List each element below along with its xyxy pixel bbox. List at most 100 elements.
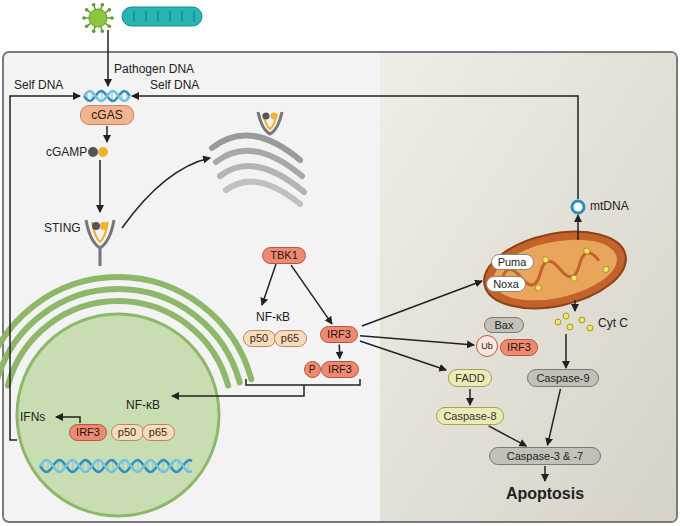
pathway-arrow xyxy=(10,30,578,481)
pathway-arrow xyxy=(489,426,527,446)
mitochondrion xyxy=(488,230,623,311)
pathway-arrow xyxy=(262,264,276,305)
mtdna-ring xyxy=(572,201,584,213)
pathway-label: NF-κB xyxy=(256,310,290,325)
protein-pill: Puma xyxy=(491,254,534,270)
protein-pill: Caspase-3 & -7 xyxy=(489,447,601,465)
pathway-arrow xyxy=(122,158,210,228)
virus xyxy=(85,8,89,12)
nucleus xyxy=(17,314,219,516)
protein-pill: FADD xyxy=(448,369,492,387)
dna-helix xyxy=(40,460,192,472)
sting-icon xyxy=(100,222,108,230)
node-text: IRF3 xyxy=(327,328,351,340)
mitochondrion xyxy=(477,220,633,320)
outcome-label: Apoptosis xyxy=(506,484,584,503)
cgamp-icon xyxy=(88,147,98,157)
protein-pill: Bax xyxy=(484,317,524,333)
phospho-circle: P xyxy=(304,361,321,378)
node-text: IRF3 xyxy=(76,426,100,438)
virus xyxy=(92,30,96,34)
pathway-arrow xyxy=(106,126,108,142)
node-text: cGAS xyxy=(91,108,122,122)
pathway-label: mtDNA xyxy=(590,199,629,214)
bacterium xyxy=(122,7,202,26)
node-text: p50 xyxy=(118,426,136,438)
golgi xyxy=(212,112,304,204)
virus xyxy=(85,24,89,28)
protein-pill: cGAS xyxy=(80,105,134,125)
pathway-label: STING xyxy=(44,221,81,236)
pathway-arrow xyxy=(577,215,579,240)
virus xyxy=(89,9,107,27)
pathway-arrow xyxy=(565,334,567,368)
protein-pill: IRF3 xyxy=(321,361,359,378)
pathway-arrow xyxy=(107,30,109,86)
virus xyxy=(92,3,96,7)
pathway-arrow xyxy=(339,344,341,358)
pathway-arrow xyxy=(544,466,546,481)
node-text: IRF3 xyxy=(328,363,352,375)
pathway-arrow xyxy=(172,385,304,396)
node-text: FADD xyxy=(455,372,484,384)
subunit-pill: p50 xyxy=(243,330,276,347)
cytochrome-c xyxy=(555,319,561,325)
node-text: Puma xyxy=(498,256,527,268)
pathway-label: Pathogen DNA xyxy=(114,62,194,77)
pathway-arrow xyxy=(56,417,80,423)
cgamp-icon xyxy=(88,147,108,157)
mitochondrion xyxy=(477,220,633,320)
subunit-pill: p50 xyxy=(111,424,144,441)
bacterium xyxy=(122,7,202,26)
ubiquitin-circle: Ub xyxy=(476,335,498,357)
node-text: P xyxy=(309,364,316,375)
sting-icon xyxy=(92,222,100,230)
dna-helix xyxy=(84,91,130,101)
cytochrome-c xyxy=(567,324,573,330)
node-text: Bax xyxy=(495,319,514,331)
virus xyxy=(101,3,105,7)
dna-helix xyxy=(40,460,192,472)
cytochrome-c xyxy=(587,325,593,331)
node-text: IRF3 xyxy=(507,341,531,353)
sting-icon xyxy=(86,220,114,266)
mitochondrion xyxy=(535,284,542,291)
cell-panel xyxy=(380,53,676,521)
node-text: Caspase-3 & -7 xyxy=(507,450,583,462)
golgi xyxy=(226,182,300,204)
cgamp-icon xyxy=(98,147,108,157)
subunit-pill: p65 xyxy=(142,424,175,441)
dna-helix xyxy=(40,91,192,472)
pathway-arrow xyxy=(360,341,446,370)
pathway-label: Cyt C xyxy=(598,316,628,331)
cytochrome-c xyxy=(579,317,585,323)
dna-helix xyxy=(84,91,130,101)
node-text: Caspase-9 xyxy=(536,372,589,384)
cytochrome-c xyxy=(555,313,593,331)
dna-helix xyxy=(73,460,74,472)
pathway-arrow xyxy=(362,281,482,326)
pathway-arrow xyxy=(574,300,576,311)
pathway-label: cGAMP xyxy=(46,145,87,160)
nucleus xyxy=(17,314,219,516)
protein-pill: Caspase-9 xyxy=(527,369,599,387)
node-text: Noxa xyxy=(493,278,519,290)
pathway-arrow xyxy=(469,389,471,405)
mitochondrion xyxy=(571,275,578,282)
node-text: TBK1 xyxy=(270,249,298,261)
pathway-arrow xyxy=(246,379,360,385)
sting-icon xyxy=(99,248,102,266)
node-text: Caspase-8 xyxy=(443,410,496,422)
node-text: Ub xyxy=(481,341,493,351)
dna-helix xyxy=(163,460,164,472)
pathway-label: IFNs xyxy=(20,410,45,425)
virus xyxy=(82,16,86,20)
node-text: p50 xyxy=(250,332,268,344)
protein-pill: Caspase-8 xyxy=(436,407,504,425)
golgi xyxy=(271,113,278,120)
pathway-label: Self DNA xyxy=(14,78,63,93)
mitochondrion xyxy=(542,256,549,263)
protein-pill: Noxa xyxy=(486,276,526,292)
pathway-arrow xyxy=(548,389,561,445)
